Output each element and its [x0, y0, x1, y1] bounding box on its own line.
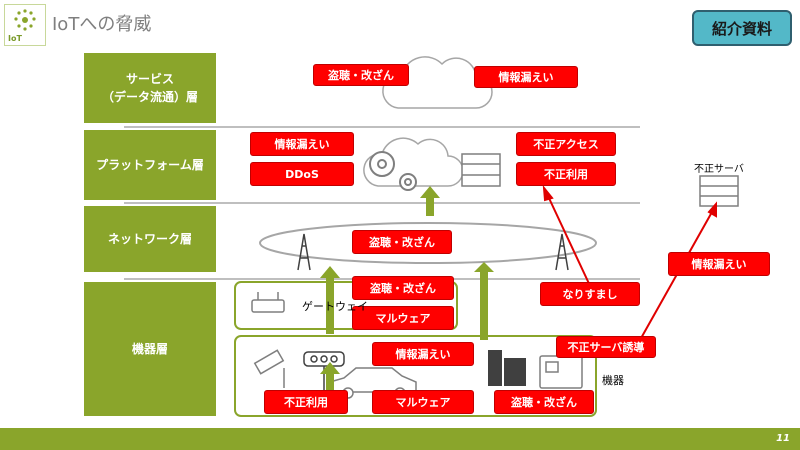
attack-arrows [542, 184, 717, 341]
intro-badge: 紹介資料 [692, 10, 792, 46]
layer-platform: プラットフォーム層 [84, 130, 216, 200]
camera-icon [253, 349, 285, 388]
threat-platform-leak: 情報漏えい [250, 132, 354, 156]
fax-machine-icon [539, 355, 583, 389]
layer-device: 機器層 [84, 282, 216, 416]
threat-platform-unauth-access: 不正アクセス [516, 132, 616, 156]
threat-device-malware: マルウェア [372, 390, 474, 414]
gear-icon [369, 151, 417, 191]
threat-platform-misuse: 不正利用 [516, 162, 616, 186]
threat-device-misuse: 不正利用 [264, 390, 348, 414]
threat-rogue-server-leak: 情報漏えい [668, 252, 770, 276]
sun-logo-icon [14, 9, 36, 31]
layer-service: サービス （データ流通）層 [84, 53, 216, 123]
threat-network-tamper: 盗聴・改ざん [352, 230, 452, 254]
antenna-tower-icon [297, 233, 569, 271]
traffic-light-icon [303, 351, 345, 392]
rogue-server-icon [699, 175, 739, 207]
rogue-server-label: 不正サーバ [694, 164, 744, 175]
threat-gateway-malware: マルウェア [352, 306, 454, 330]
router-icon [251, 292, 285, 313]
threat-device-tamper: 盗聴・改ざん [494, 390, 594, 414]
gateway-label: ゲートウェイ [302, 300, 368, 313]
building-icon [488, 350, 526, 386]
threat-device-leak: 情報漏えい [372, 342, 474, 366]
layer-network: ネットワーク層 [84, 206, 216, 272]
threat-spoofing: なりすまし [540, 282, 640, 306]
page-number: 11 [776, 433, 790, 444]
threat-rogue-server-redirect: 不正サーバ誘導 [556, 336, 656, 358]
footer-bar [0, 428, 800, 450]
threat-service-tamper: 盗聴・改ざん [313, 64, 409, 86]
threat-service-leak: 情報漏えい [474, 66, 578, 88]
page-title: IoTへの脅威 [52, 14, 152, 35]
threat-gateway-tamper: 盗聴・改ざん [352, 276, 454, 300]
iot-logo: IoT [4, 4, 46, 46]
threat-platform-ddos: DDoS [250, 162, 354, 186]
devices-label: 機器 [602, 374, 624, 387]
server-icon [461, 153, 501, 187]
logo-text: IoT [8, 34, 22, 43]
data-flow-arrows [320, 186, 494, 398]
